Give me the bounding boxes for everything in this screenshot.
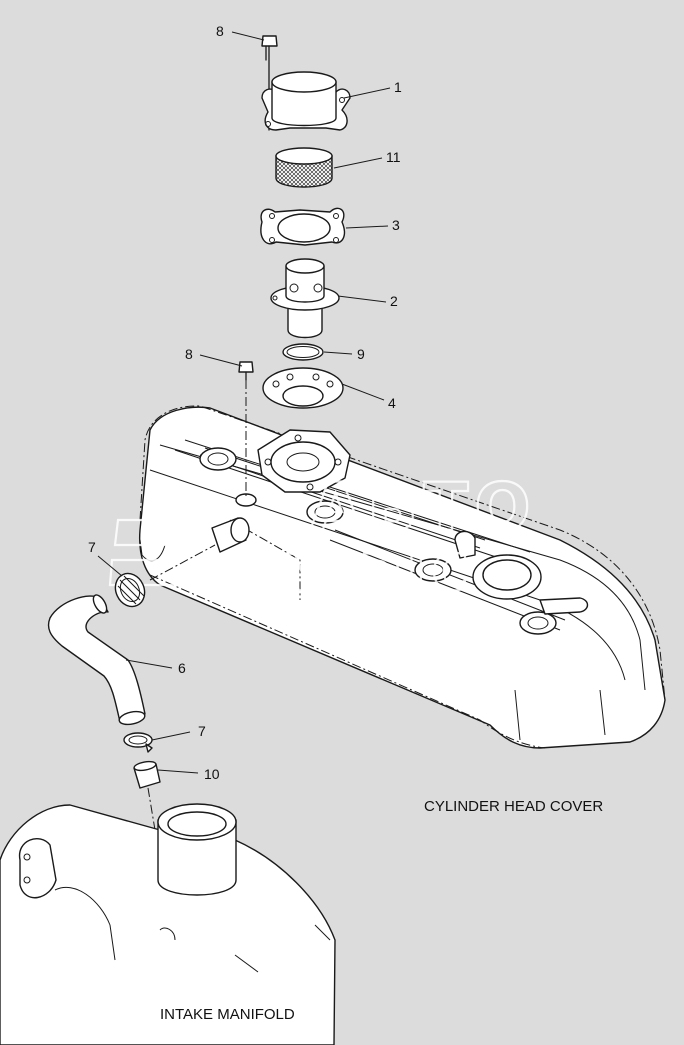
watermark: ABTO AADIC bbox=[108, 468, 537, 603]
callout-10: 10 bbox=[204, 766, 220, 782]
callout-7-upper: 7 bbox=[88, 539, 96, 555]
callout-9: 9 bbox=[357, 346, 365, 362]
caption-intake-manifold: INTAKE MANIFOLD bbox=[160, 1006, 295, 1023]
leader-lines bbox=[97, 31, 391, 774]
callout-8-middle: 8 bbox=[185, 346, 193, 362]
callout-1: 1 bbox=[394, 79, 402, 95]
part-10-grommet bbox=[133, 760, 161, 861]
part-7-upper-clamp bbox=[114, 544, 216, 608]
callout-11: 11 bbox=[386, 149, 401, 165]
part-2-valve-body bbox=[270, 258, 340, 339]
watermark-line1: ABTO bbox=[310, 469, 537, 546]
bolt-8-middle bbox=[238, 361, 254, 498]
bolt-8-top bbox=[261, 35, 278, 131]
callout-2: 2 bbox=[390, 293, 398, 309]
part-7-lower-clamp bbox=[123, 732, 153, 753]
callout-8-top: 8 bbox=[216, 23, 224, 39]
intake-manifold bbox=[0, 803, 336, 1045]
part-3-gasket bbox=[260, 207, 346, 246]
callout-7-lower: 7 bbox=[198, 723, 206, 739]
callout-6: 6 bbox=[178, 660, 186, 676]
part-4-base-plate bbox=[262, 367, 344, 409]
cylinder-head-cover bbox=[138, 405, 666, 749]
watermark-line2: AADIC bbox=[270, 544, 474, 602]
callout-labels: 8 1 11 3 2 8 9 4 7 6 7 10 bbox=[88, 23, 402, 782]
caption-cylinder-head-cover: CYLINDER HEAD COVER bbox=[424, 798, 603, 815]
callout-4: 4 bbox=[388, 395, 396, 411]
part-9-o-ring bbox=[282, 343, 324, 361]
part-1-cap bbox=[261, 71, 351, 131]
part-11-mesh-filter bbox=[275, 147, 333, 188]
part-6-hose bbox=[47, 594, 146, 726]
callout-3: 3 bbox=[392, 217, 400, 233]
